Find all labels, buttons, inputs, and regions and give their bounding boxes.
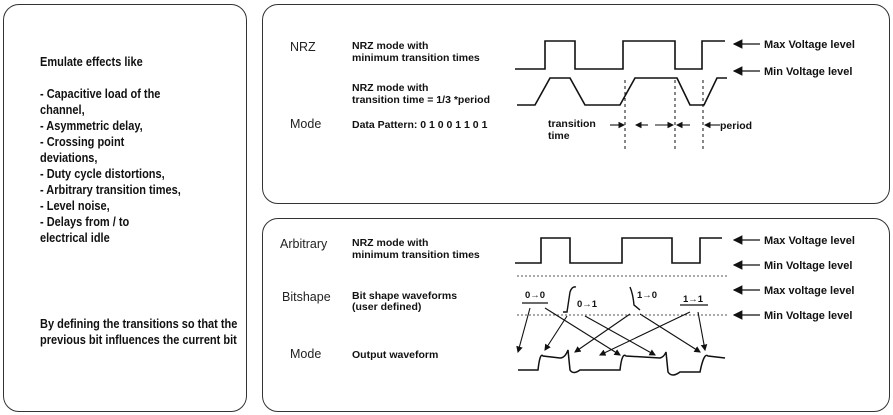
bottom-row2-desc-line2: (user defined) [352,301,421,313]
bitshape-0-0-label: 0→0 [525,290,545,301]
bitshape-mapping-arrows [516,307,708,356]
effects-panel: Emulate effects like - Capacitive load o… [3,4,247,412]
nrz-waveform-min-transition [515,40,725,70]
top-row1-desc-line1: NRZ mode with [352,40,428,52]
output-waveform [518,349,726,376]
bottom-min-voltage-label-1: Min Voltage level [764,260,852,272]
top-row3-label: Mode [290,117,321,131]
bottom-max-voltage-label-2: Max voltage level [764,285,855,297]
top-row1-desc-line2: minimum transition times [352,52,480,64]
effects-footer: By defining the transitions so that the … [40,317,238,347]
effect-item-level-noise: - Level noise, [40,199,110,213]
transition-time-label-line2: time [548,130,570,142]
top-row2-desc-line1: NRZ mode with [352,82,428,94]
effect-item-duty-cycle: - Duty cycle distortions, [40,167,165,181]
effect-item-electrical-idle: - Delays from / to electrical idle [40,215,136,245]
top-row2-desc-line2: transition time = 1/3 *period [352,94,490,106]
top-row1-label: NRZ [290,40,316,54]
arbitrary-nrz-waveform [515,237,722,264]
bitshape-1-0-label: 1→0 [637,290,657,301]
bottom-row3-label: Mode [290,347,321,361]
bottom-row1-label: Arbitrary [280,237,328,251]
effect-item-arbitrary-transition: - Arbitrary transition times, [40,183,181,197]
bitshape-1-1-label: 1→1 [683,294,704,305]
effect-item-crossing-point: - Crossing point deviations, [40,135,131,165]
nrz-waveform-slow-transition [517,77,727,106]
effect-item-asymmetric-delay: - Asymmetric delay, [40,119,143,133]
bottom-max-voltage-label-1: Max Voltage level [764,235,855,247]
arbitrary-mode-panel [262,218,890,412]
effects-heading: Emulate effects like [40,55,143,69]
period-label: period [720,120,752,132]
effect-item-capacitive-load: - Capacitive load of the channel, [40,87,167,117]
bottom-row3-desc: Output waveform [352,349,438,361]
bottom-row1-desc-line2: minimum transition times [352,249,480,261]
data-pattern-label: Data Pattern: 0 1 0 0 1 1 0 1 [352,119,488,131]
nrz-mode-panel [262,4,890,204]
bottom-row2-label: Bitshape [282,290,331,304]
bottom-min-voltage-label-2: Min Voltage level [764,310,852,322]
transition-time-label-line1: transition [548,118,596,130]
bottom-row1-desc-line1: NRZ mode with [352,237,428,249]
effects-list: - Capacitive load of the channel, - Asym… [40,86,242,246]
top-max-voltage-label: Max Voltage level [764,39,855,51]
bitshape-0-1-label: 0→1 [577,299,598,310]
bottom-row2-desc-line1: Bit shape waveforms [352,290,457,302]
top-min-voltage-label: Min Voltage level [764,66,852,78]
